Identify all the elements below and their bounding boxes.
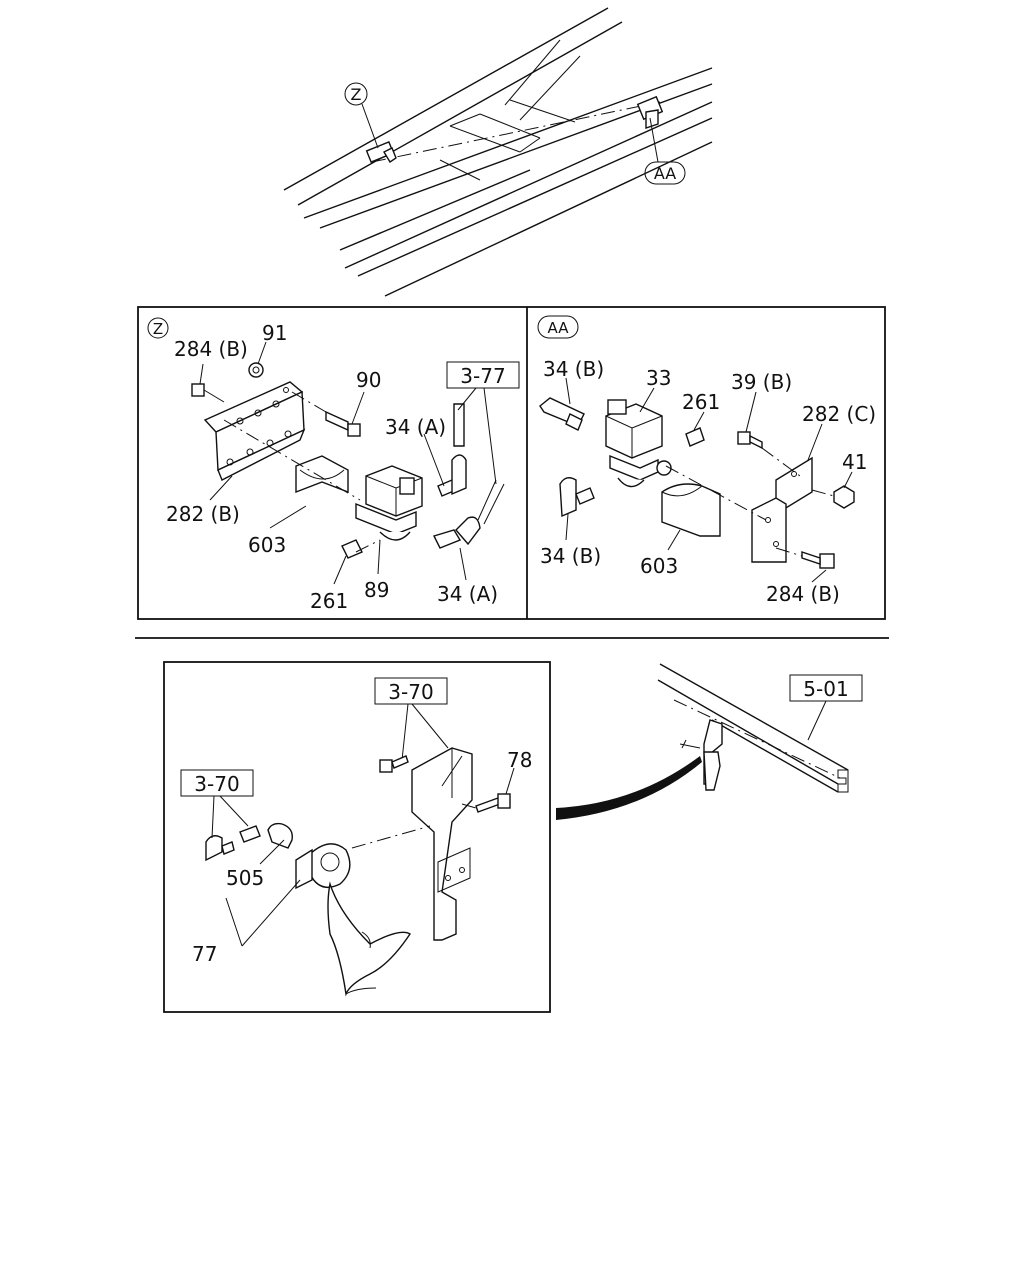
label-34a-top: 34 (A) (385, 415, 446, 439)
label-91: 91 (262, 321, 287, 345)
callout-z-label: Z (351, 85, 362, 104)
label-261: 261 (310, 589, 348, 613)
label-284b-aa: 284 (B) (766, 582, 840, 606)
label-34a-bottom: 34 (A) (437, 582, 498, 606)
detail-frame (137, 306, 886, 620)
label-78: 78 (507, 748, 532, 772)
label-77: 77 (192, 942, 217, 966)
ref-box-5-01: 5-01 (803, 677, 848, 701)
callout-aa: AA (644, 161, 686, 185)
horn-detail-frame (163, 661, 551, 1013)
label-33: 33 (646, 366, 671, 390)
label-41: 41 (842, 450, 867, 474)
chassis-frame-overview (283, 7, 713, 297)
label-89: 89 (364, 578, 389, 602)
label-282b: 282 (B) (166, 502, 240, 526)
label-34b-top: 34 (B) (543, 357, 604, 381)
location-arrow (556, 756, 702, 820)
callout-z: Z (344, 82, 368, 106)
panel-aa: AA (537, 315, 876, 606)
ref-box-3-70-top: 3-70 (388, 680, 433, 704)
label-261-aa: 261 (682, 390, 720, 414)
panel-z-marker: Z (153, 320, 163, 338)
label-603-aa: 603 (640, 554, 678, 578)
horn-detail: 3-70 3-70 78 (180, 677, 532, 997)
frame-rail-view: 5-01 (556, 663, 863, 820)
label-505: 505 (226, 866, 264, 890)
panel-z: Z (147, 317, 520, 613)
label-39b: 39 (B) (731, 370, 792, 394)
label-282c: 282 (C) (802, 402, 876, 426)
label-34b-bottom: 34 (B) (540, 544, 601, 568)
label-284b: 284 (B) (174, 337, 248, 361)
ref-box-3-77: 3-77 (460, 364, 505, 388)
callout-aa-label: AA (654, 164, 676, 183)
ref-box-3-70-left: 3-70 (194, 772, 239, 796)
label-90: 90 (356, 368, 381, 392)
label-603: 603 (248, 533, 286, 557)
panel-aa-marker: AA (548, 319, 570, 337)
